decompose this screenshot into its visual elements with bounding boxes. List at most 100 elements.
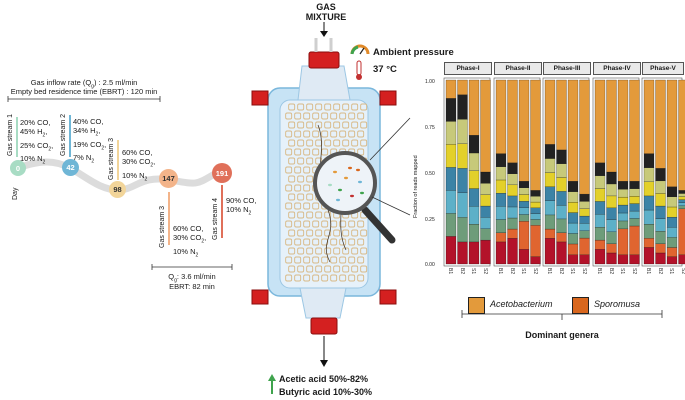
bar-segment xyxy=(594,175,606,189)
packing-piece xyxy=(294,130,302,138)
stream-4-line-2: 10% N2 xyxy=(226,205,252,217)
bar-segment xyxy=(666,186,678,197)
packing-piece xyxy=(348,130,356,138)
packing-piece xyxy=(294,256,302,264)
bar-segment xyxy=(567,79,579,182)
bar-segment xyxy=(666,206,678,218)
bar-segment xyxy=(594,239,606,250)
bar-segment xyxy=(530,196,541,203)
packing-piece xyxy=(324,229,332,237)
bar-segment xyxy=(468,206,480,225)
bar-segment xyxy=(544,214,556,230)
bar-segment xyxy=(480,79,491,173)
bar-segment xyxy=(678,193,685,197)
packing-piece xyxy=(315,157,323,165)
packing-piece xyxy=(357,238,365,246)
bar-segment xyxy=(579,208,590,217)
bar-segment xyxy=(445,98,457,122)
bar-segment xyxy=(678,205,685,209)
packing-piece xyxy=(360,103,368,111)
packing-piece xyxy=(285,220,293,228)
bar-segment xyxy=(507,173,518,186)
reactor-neck-top xyxy=(297,65,351,101)
packing-piece xyxy=(297,265,305,273)
bar-segment xyxy=(629,218,640,227)
sample-label: S2 xyxy=(481,268,488,275)
packing-piece xyxy=(306,211,314,219)
packing-piece xyxy=(294,166,302,174)
packing-piece xyxy=(294,220,302,228)
bar-segment xyxy=(617,228,629,255)
packing-piece xyxy=(312,130,320,138)
output-acetic-acid: Acetic acid 50%-82% xyxy=(279,374,369,384)
packing-piece xyxy=(357,256,365,264)
timeline-node-day-191: 191 xyxy=(212,163,232,183)
bar-segment xyxy=(457,168,468,193)
packing-piece xyxy=(297,139,305,147)
bar-segment xyxy=(629,79,640,182)
packing-piece xyxy=(333,265,341,273)
packing-piece xyxy=(351,139,359,147)
y-tick-0.00: 0.00 xyxy=(425,262,435,268)
phase-title-4: Phase-IV xyxy=(593,62,641,75)
packing-piece xyxy=(321,238,329,246)
flow-top-end: ) : 2.5 ml/min xyxy=(93,78,138,87)
bar-segment xyxy=(468,152,480,171)
microbe-dot xyxy=(336,198,340,202)
stream-2-line-1: 40% CO, xyxy=(73,117,104,126)
bar-segment xyxy=(567,233,579,245)
bar-segment xyxy=(594,79,606,163)
bar-segment xyxy=(495,193,507,207)
microbe-dot xyxy=(338,188,342,192)
packing-piece xyxy=(303,238,311,246)
side-port-bottom-left xyxy=(251,289,269,305)
packing-piece xyxy=(357,130,365,138)
packing-piece xyxy=(285,148,293,156)
bar-segment xyxy=(594,227,606,241)
bar-segment xyxy=(617,79,629,182)
microbe-dot xyxy=(350,194,354,198)
gas-stream-3b-label: Gas stream 3 xyxy=(159,205,166,248)
sample-label: B1 xyxy=(645,268,651,275)
gauge-icon-green xyxy=(350,45,359,55)
packing-piece xyxy=(342,229,350,237)
packing-piece xyxy=(342,247,350,255)
bar-segment xyxy=(556,218,567,233)
packing-piece xyxy=(297,175,305,183)
legend-label-sporomusa: Sporomusa xyxy=(594,299,641,309)
temperature-label: 37 °C xyxy=(373,64,397,75)
sample-label: S1 xyxy=(520,268,526,275)
bar-segment xyxy=(666,216,678,228)
bar-segment xyxy=(518,201,530,208)
packing-piece xyxy=(330,256,338,264)
bar-segment xyxy=(567,254,579,265)
packing-piece xyxy=(294,112,302,120)
stream-3b-line-3: 10% N2 xyxy=(173,246,199,258)
packing-piece xyxy=(312,112,320,120)
legend-swatch-acetobacterium xyxy=(468,297,485,314)
packing-piece xyxy=(288,193,296,201)
packing-piece xyxy=(324,103,332,111)
packing-piece xyxy=(303,220,311,228)
packing-piece xyxy=(306,157,314,165)
bar-segment xyxy=(629,210,640,219)
bar-segment xyxy=(468,241,480,265)
packing-piece xyxy=(330,238,338,246)
packing-piece xyxy=(297,157,305,165)
packing-piece xyxy=(351,103,359,111)
bar-segment xyxy=(507,228,518,239)
bar-segment xyxy=(495,166,507,181)
bar-segment xyxy=(655,193,666,207)
bar-segment xyxy=(480,239,491,265)
bar-segment xyxy=(445,121,457,145)
packing-piece xyxy=(330,274,338,282)
bar-segment xyxy=(579,223,590,231)
bar-segment xyxy=(457,94,468,120)
magnifier-lens xyxy=(313,151,377,215)
packing-piece xyxy=(294,202,302,210)
gas-stream-3a-label: Gas stream 3 xyxy=(108,137,115,180)
packing-piece xyxy=(342,103,350,111)
flow-bottom-text: Q xyxy=(168,272,175,281)
bar-segment xyxy=(617,254,629,265)
bar-segment xyxy=(495,206,507,220)
